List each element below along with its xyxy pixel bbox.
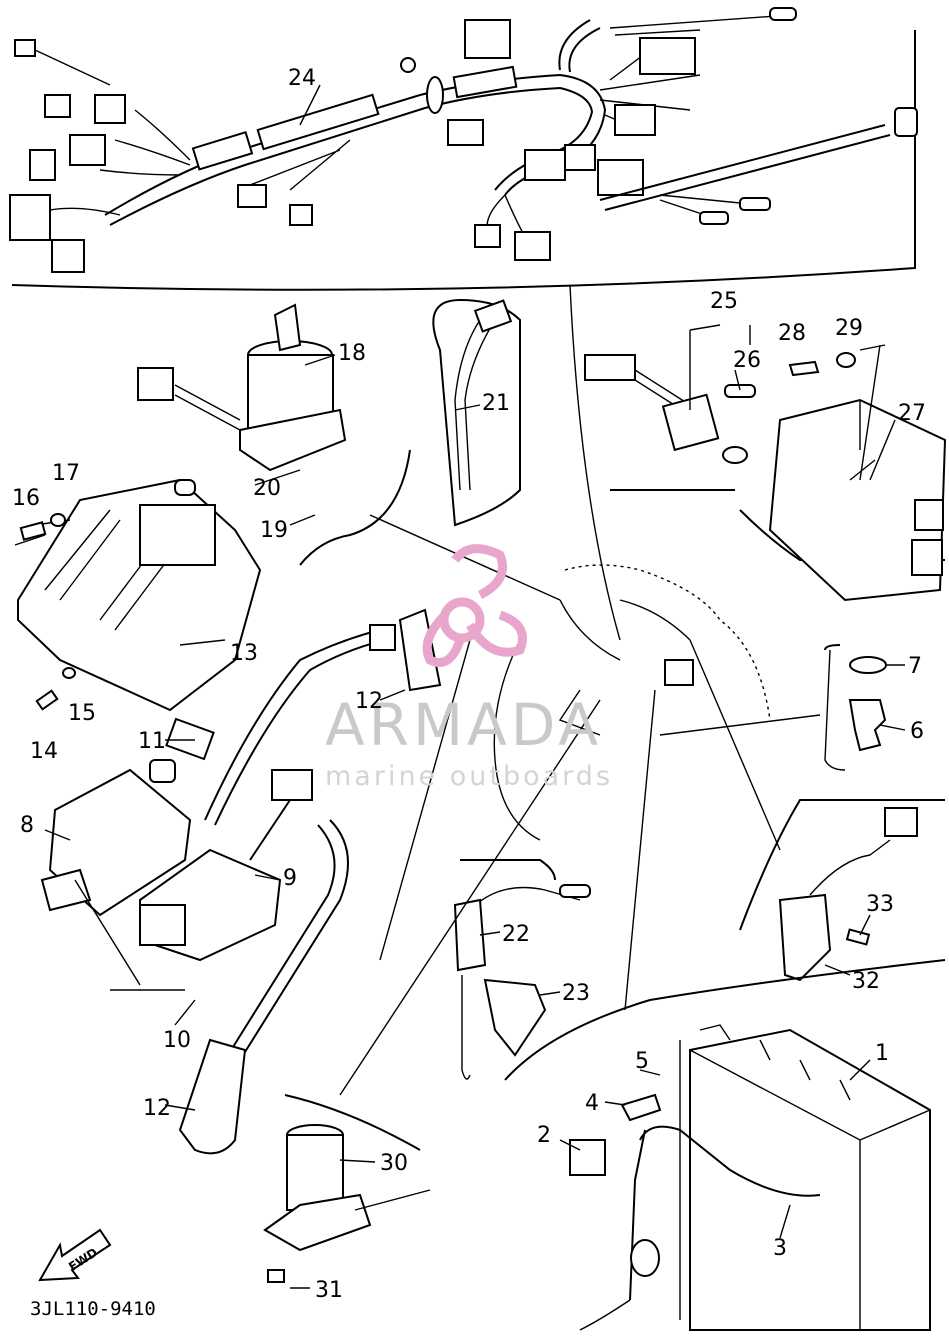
- callout-10: 10: [163, 1028, 191, 1053]
- callout-32: 32: [852, 969, 880, 994]
- callout-7: 7: [908, 654, 922, 679]
- callout-12-lower: 12: [143, 1096, 171, 1121]
- callout-24: 24: [288, 66, 316, 91]
- callout-9: 9: [283, 866, 297, 891]
- callout-29: 29: [835, 316, 863, 341]
- callout-14: 14: [30, 739, 58, 764]
- callout-8: 8: [20, 813, 34, 838]
- frame-outline: [339, 284, 887, 1096]
- callout-numbers: 24 25 26 28 29 27 18 21 20 19 16 17 13 1…: [12, 66, 926, 1303]
- callout-1: 1: [875, 1041, 889, 1066]
- wire-harness: [9, 7, 918, 291]
- callout-18: 18: [338, 341, 366, 366]
- armada-logo-icon: [422, 544, 527, 667]
- fuse-holder: [584, 354, 756, 491]
- plug-lead-lower: [178, 819, 349, 1155]
- ignition-coil-9: [139, 769, 313, 962]
- callout-22: 22: [502, 922, 530, 947]
- battery: [504, 959, 946, 1331]
- callout-30: 30: [380, 1151, 408, 1176]
- callout-26: 26: [733, 348, 761, 373]
- callout-19: 19: [260, 518, 288, 543]
- callout-11: 11: [138, 729, 166, 754]
- callout-13: 13: [230, 641, 258, 666]
- callout-15: 15: [68, 701, 96, 726]
- armada-watermark: ARMADA marine outboards: [325, 544, 613, 792]
- callout-17: 17: [52, 461, 80, 486]
- callout-4: 4: [585, 1091, 599, 1116]
- rectifier-regulator: [739, 344, 947, 602]
- main-switch: [137, 303, 411, 566]
- callout-23: 23: [562, 981, 590, 1006]
- callout-3: 3: [773, 1236, 787, 1261]
- forward-arrow-icon: FWD: [38, 1228, 112, 1282]
- oil-level-switch: [453, 859, 591, 1080]
- neutral-switch-lead: [432, 298, 521, 527]
- callout-33: 33: [866, 892, 894, 917]
- plug-lead-upper: [165, 608, 442, 826]
- callout-5: 5: [635, 1049, 649, 1074]
- callout-2: 2: [537, 1123, 551, 1148]
- callout-28: 28: [778, 321, 806, 346]
- watermark-tagline: marine outboards: [325, 761, 613, 792]
- callout-16: 16: [12, 486, 40, 511]
- callout-12-upper: 12: [355, 689, 383, 714]
- callout-25: 25: [710, 289, 738, 314]
- diagram-code: 3JL110-9410: [30, 1298, 156, 1320]
- ignition-coil-8: [40, 759, 192, 917]
- leader-lines: [44, 84, 906, 1289]
- callout-31: 31: [315, 1278, 343, 1303]
- callout-21: 21: [482, 391, 510, 416]
- callout-20: 20: [253, 476, 281, 501]
- watermark-brand: ARMADA: [325, 691, 602, 759]
- starter-relay: [263, 1094, 431, 1283]
- callout-27: 27: [898, 401, 926, 426]
- ignitor-unit: [14, 478, 262, 712]
- callout-6: 6: [910, 719, 924, 744]
- sidestand-switch: [739, 799, 945, 982]
